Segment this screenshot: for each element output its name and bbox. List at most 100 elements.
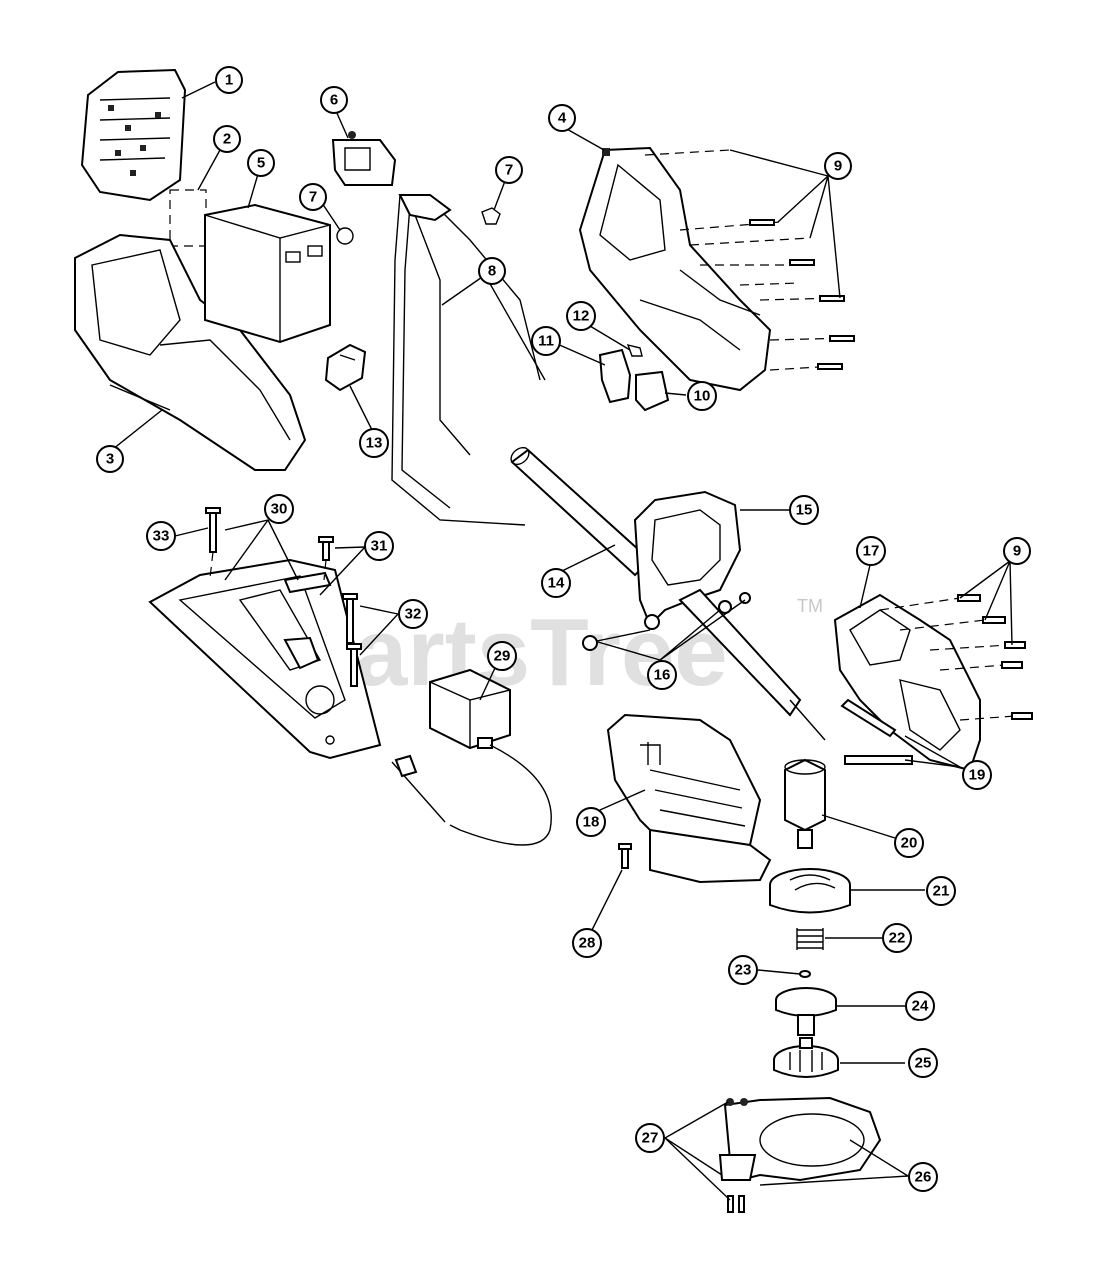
svg-text:23: 23	[735, 962, 752, 979]
part-31-screw[interactable]	[318, 536, 334, 581]
callout-27[interactable]: 27	[635, 1123, 665, 1153]
callout-16[interactable]: 16	[647, 660, 677, 690]
svg-text:16: 16	[654, 667, 671, 684]
callout-19[interactable]: 19	[962, 760, 992, 790]
part-16-bolt-assembly[interactable]	[582, 592, 751, 651]
svg-text:8: 8	[488, 263, 496, 280]
svg-text:31: 31	[371, 538, 388, 555]
callout-8[interactable]: 8	[478, 257, 506, 285]
svg-text:30: 30	[271, 501, 288, 518]
part-5-battery[interactable]	[204, 203, 331, 344]
part-18-head-housing[interactable]	[606, 713, 772, 884]
part-22-spring[interactable]	[796, 928, 824, 950]
leader-lines	[107, 81, 1013, 1201]
callout-30[interactable]: 30	[264, 494, 294, 524]
part-24-hub[interactable]	[775, 987, 837, 1036]
part-14-shaft[interactable]	[508, 444, 652, 577]
callout-10[interactable]: 10	[687, 381, 717, 411]
part-10-lock-button[interactable]	[635, 370, 670, 412]
part-3-housing[interactable]	[74, 233, 307, 471]
svg-text:13: 13	[366, 435, 383, 452]
part-lower-shaft[interactable]	[678, 588, 826, 741]
watermark-trademark: TM	[797, 596, 823, 616]
callout-33[interactable]: 33	[146, 521, 176, 551]
svg-text:6: 6	[330, 92, 338, 109]
part-20-motor[interactable]	[784, 758, 826, 849]
part-2-label[interactable]	[169, 189, 207, 247]
callout-7-left[interactable]: 7	[299, 183, 327, 211]
part-7-cap-left[interactable]	[336, 227, 354, 245]
part-32-screws[interactable]	[342, 593, 362, 687]
svg-text:9: 9	[1013, 543, 1021, 560]
part-29-charger[interactable]	[391, 668, 552, 846]
callout-1[interactable]: 1	[215, 66, 243, 94]
part-13-switch[interactable]	[324, 343, 367, 392]
svg-text:28: 28	[579, 935, 596, 952]
part-17-motor-housing[interactable]	[833, 593, 981, 772]
part-28-screw[interactable]	[618, 843, 632, 869]
svg-text:11: 11	[538, 333, 554, 350]
part-9-screws-upper[interactable]	[644, 149, 855, 371]
part-21-spool[interactable]	[769, 868, 851, 914]
part-9-screws-lower[interactable]	[879, 594, 1033, 721]
callout-31[interactable]: 31	[364, 531, 394, 561]
svg-text:27: 27	[642, 1130, 659, 1147]
svg-text:29: 29	[494, 648, 511, 665]
callout-20[interactable]: 20	[894, 828, 924, 858]
callout-12[interactable]: 12	[566, 301, 596, 331]
part-6-switch-bracket[interactable]	[331, 131, 397, 186]
callout-9-upper[interactable]: 9	[824, 152, 852, 180]
part-7-cap-right[interactable]	[481, 207, 501, 225]
callout-18[interactable]: 18	[576, 807, 606, 837]
svg-text:20: 20	[901, 835, 918, 852]
part-27-screws[interactable]	[726, 1098, 748, 1213]
svg-text:32: 32	[405, 606, 422, 623]
callout-15[interactable]: 15	[789, 495, 819, 525]
part-23-washer[interactable]	[799, 970, 811, 978]
callout-21[interactable]: 21	[926, 876, 956, 906]
callout-7-right[interactable]: 7	[495, 156, 523, 184]
callout-4[interactable]: 4	[548, 104, 576, 132]
callout-24[interactable]: 24	[905, 991, 935, 1021]
svg-text:22: 22	[889, 930, 906, 947]
callout-32[interactable]: 32	[398, 599, 428, 629]
part-30-charger-base[interactable]	[148, 558, 382, 760]
part-33-screw[interactable]	[205, 507, 221, 579]
svg-text:21: 21	[933, 883, 950, 900]
part-12-spring[interactable]	[626, 344, 643, 357]
svg-text:33: 33	[153, 528, 170, 545]
callout-17[interactable]: 17	[856, 536, 886, 566]
part-11-trigger[interactable]	[598, 348, 632, 404]
svg-text:5: 5	[257, 155, 265, 172]
callout-5[interactable]: 5	[247, 149, 275, 177]
svg-text:17: 17	[863, 543, 880, 560]
part-19-rails[interactable]	[840, 698, 913, 765]
svg-text:12: 12	[573, 308, 590, 325]
svg-text:3: 3	[106, 451, 114, 468]
part-4-rear-housing[interactable]	[578, 146, 772, 392]
callout-29[interactable]: 29	[487, 641, 517, 671]
svg-text:4: 4	[558, 110, 567, 127]
callout-3[interactable]: 3	[96, 445, 124, 473]
svg-text:9: 9	[834, 158, 842, 175]
svg-text:14: 14	[548, 575, 565, 592]
svg-text:19: 19	[969, 767, 986, 784]
callout-9-lower[interactable]: 9	[1003, 537, 1031, 565]
svg-text:1: 1	[225, 72, 233, 89]
part-1-circuit-board[interactable]	[80, 68, 187, 202]
callout-13[interactable]: 13	[359, 428, 389, 458]
callout-23[interactable]: 23	[728, 955, 758, 985]
callout-22[interactable]: 22	[882, 923, 912, 953]
part-26-guard[interactable]	[718, 1096, 882, 1182]
callout-11[interactable]: 11	[531, 326, 561, 356]
part-25-fan[interactable]	[773, 1037, 839, 1078]
part-8-wiring-harness[interactable]	[391, 194, 541, 526]
callout-14[interactable]: 14	[541, 568, 571, 598]
callout-2[interactable]: 2	[213, 125, 241, 153]
callout-28[interactable]: 28	[572, 928, 602, 958]
svg-text:2: 2	[223, 131, 231, 148]
callout-25[interactable]: 25	[908, 1048, 938, 1078]
callout-6[interactable]: 6	[320, 86, 348, 114]
callout-26[interactable]: 26	[908, 1162, 938, 1192]
